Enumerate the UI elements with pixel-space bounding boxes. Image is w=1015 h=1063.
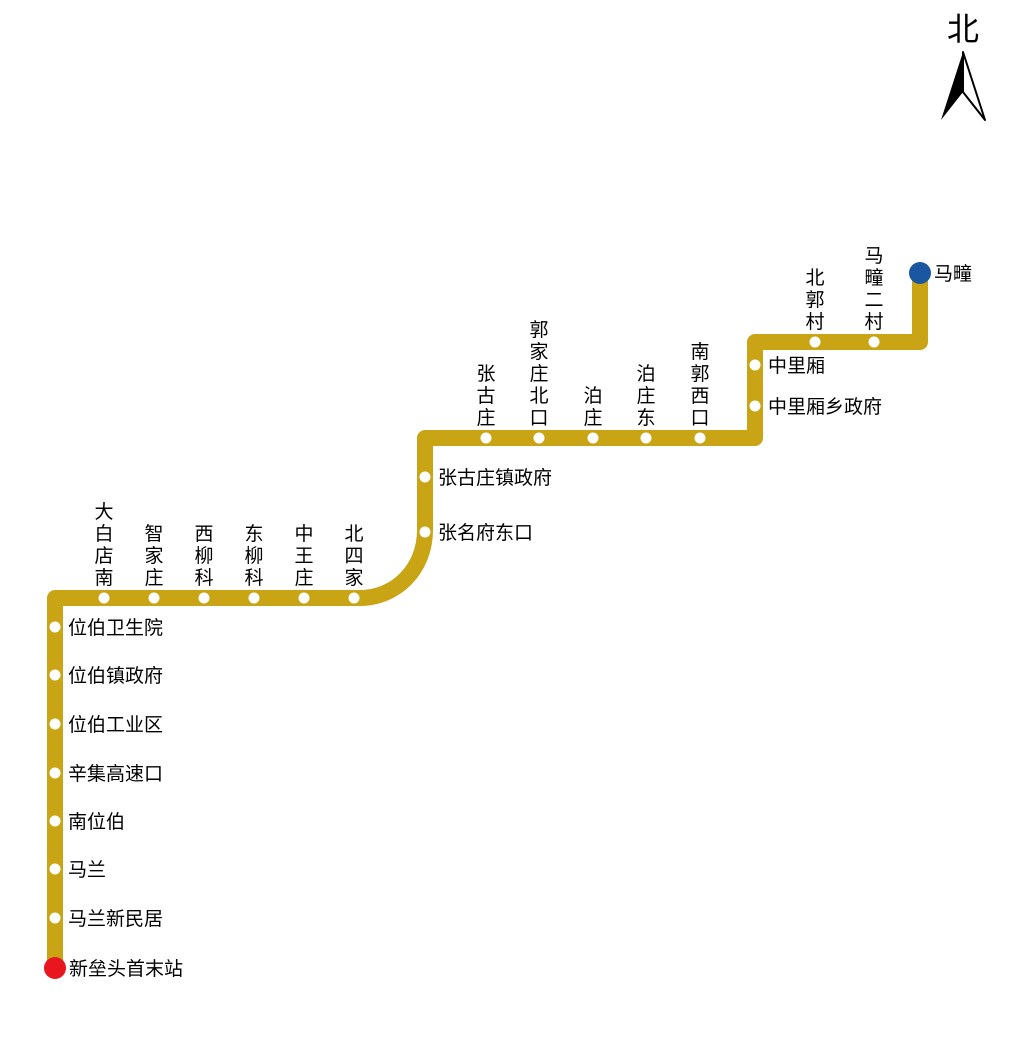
station-marker <box>98 592 110 604</box>
station-label: 郭家庄北口 <box>529 319 548 429</box>
station[interactable]: 南位伯 <box>49 811 126 833</box>
station[interactable]: 东柳科 <box>244 523 264 604</box>
station[interactable]: 大白店南 <box>94 501 114 604</box>
station-label: 张名府东口 <box>438 522 533 544</box>
station-marker <box>49 767 61 779</box>
station-label: 位伯镇政府 <box>68 665 163 687</box>
station-label: 西柳科 <box>194 523 213 589</box>
station-label: 张古庄镇政府 <box>438 467 552 489</box>
station-label: 张古庄 <box>476 363 495 429</box>
station-marker <box>49 815 61 827</box>
station-label: 泊庄 <box>583 385 602 429</box>
station-marker <box>198 592 210 604</box>
station-marker <box>298 592 310 604</box>
station-marker <box>148 592 160 604</box>
station[interactable]: 泊庄东 <box>636 363 656 444</box>
station-marker <box>749 359 761 371</box>
north-arrow-icon <box>941 51 986 121</box>
station-label: 马兰 <box>68 859 106 881</box>
station[interactable]: 北四家 <box>344 523 364 604</box>
station[interactable]: 郭家庄北口 <box>529 319 549 444</box>
station[interactable]: 位伯卫生院 <box>49 617 164 639</box>
station[interactable]: 中里厢 <box>749 355 826 377</box>
start-terminal-marker <box>44 957 66 979</box>
station[interactable]: 马疃二村 <box>864 245 884 348</box>
north-label: 北 <box>947 10 979 48</box>
station-marker <box>348 592 360 604</box>
station-label: 中王庄 <box>294 523 313 589</box>
station-label: 东柳科 <box>244 523 263 589</box>
station[interactable]: 新垒头首末站 <box>44 957 183 980</box>
station[interactable]: 辛集高速口 <box>49 763 164 785</box>
station[interactable]: 泊庄 <box>583 385 603 444</box>
station-marker <box>809 336 821 348</box>
station-label: 泊庄东 <box>636 363 655 429</box>
station[interactable]: 张名府东口 <box>419 522 534 544</box>
station[interactable]: 张古庄镇政府 <box>419 467 553 489</box>
station-marker <box>694 432 706 444</box>
station-label: 大白店南 <box>94 501 113 589</box>
station[interactable]: 张古庄 <box>476 363 496 444</box>
station-marker <box>49 912 61 924</box>
station[interactable]: 智家庄 <box>144 523 164 604</box>
station-marker <box>419 471 431 483</box>
station-marker <box>49 863 61 875</box>
station-marker <box>640 432 652 444</box>
station-marker <box>533 432 545 444</box>
station[interactable]: 马兰新民居 <box>49 908 164 930</box>
end-terminal-marker <box>909 262 931 284</box>
station-label: 马疃二村 <box>864 245 883 333</box>
station-marker <box>749 400 761 412</box>
station-label: 马兰新民居 <box>68 908 163 930</box>
station-marker <box>587 432 599 444</box>
station-label: 智家庄 <box>144 523 163 589</box>
station-label: 北四家 <box>344 523 363 589</box>
station[interactable]: 中王庄 <box>294 523 314 604</box>
station-label: 南郭西口 <box>690 341 709 429</box>
station-label: 中里厢 <box>768 355 825 377</box>
station-label: 辛集高速口 <box>68 763 163 785</box>
station-marker <box>868 336 880 348</box>
station-marker <box>248 592 260 604</box>
station[interactable]: 中里厢乡政府 <box>749 396 883 418</box>
station-label: 中里厢乡政府 <box>768 396 882 418</box>
station[interactable]: 马兰 <box>49 859 107 881</box>
station[interactable]: 位伯镇政府 <box>49 665 164 687</box>
station-marker <box>49 669 61 681</box>
station-label: 南位伯 <box>68 811 125 833</box>
station[interactable]: 北郭村 <box>805 267 825 348</box>
station-label: 马疃 <box>934 263 972 285</box>
station-label: 北郭村 <box>805 267 824 333</box>
station-marker <box>49 718 61 730</box>
station-marker <box>419 526 431 538</box>
station[interactable]: 南郭西口 <box>690 341 710 444</box>
station[interactable]: 位伯工业区 <box>49 714 164 736</box>
station-marker <box>49 621 61 633</box>
station-label: 位伯工业区 <box>68 714 163 736</box>
station[interactable]: 马疃 <box>909 262 972 285</box>
north-compass: 北 <box>941 10 986 121</box>
station[interactable]: 西柳科 <box>194 523 214 604</box>
station-label: 新垒头首末站 <box>69 958 183 980</box>
station-marker <box>480 432 492 444</box>
station-label: 位伯卫生院 <box>68 617 163 639</box>
